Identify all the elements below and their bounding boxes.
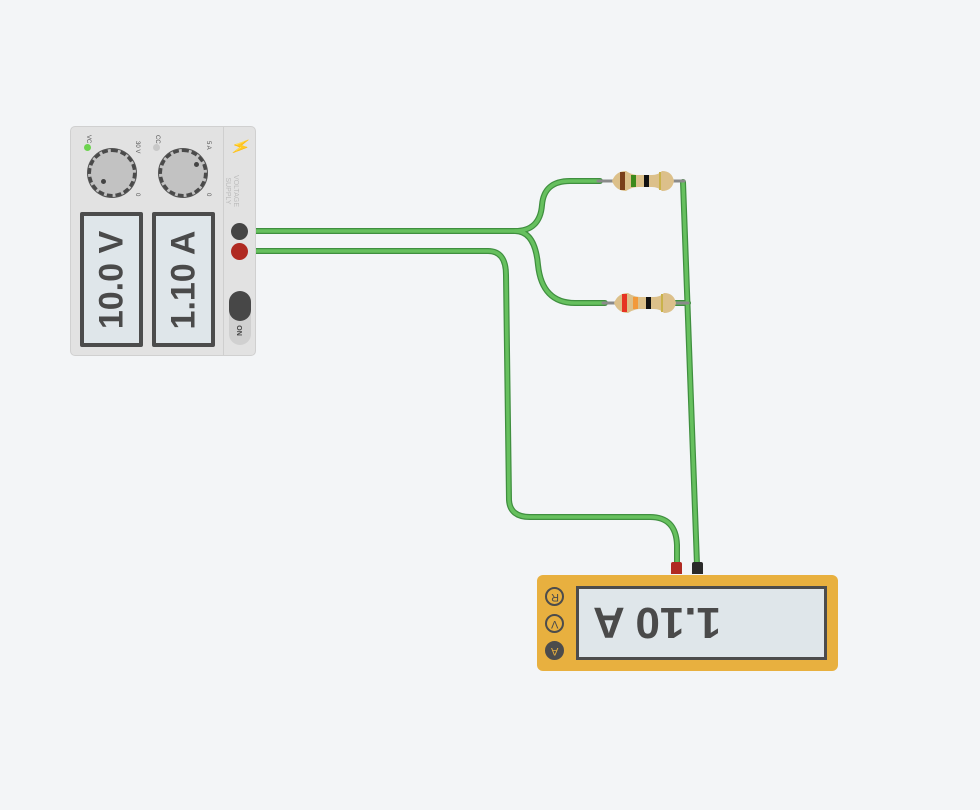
voltage-readout: 10.0 V: [92, 230, 130, 329]
voltage-min-label: 0: [134, 193, 140, 197]
resistor-band: [646, 297, 651, 309]
meter-red-probe[interactable]: [671, 562, 682, 574]
multimeter[interactable]: R V A 1.10 A: [537, 575, 838, 671]
resistor-band: [633, 297, 638, 309]
current-knob[interactable]: [159, 149, 207, 197]
multimeter-readout: 1.10 A: [593, 598, 722, 647]
voltage-display: 10.0 V: [80, 212, 143, 347]
cv-led: [84, 144, 91, 151]
cc-label: CC: [154, 135, 160, 144]
current-readout: 1.10 A: [164, 230, 202, 329]
resistor[interactable]: [612, 171, 674, 191]
cv-label: VC: [85, 135, 91, 144]
switch-label: ON: [234, 325, 242, 336]
resistor-band: [659, 172, 661, 190]
negative-terminal[interactable]: [231, 223, 248, 240]
multimeter-display: 1.10 A: [576, 586, 827, 660]
current-min-label: 0: [205, 193, 211, 197]
mode-a-button[interactable]: A: [545, 641, 564, 660]
resistor-band: [620, 172, 625, 190]
resistors: [612, 171, 676, 313]
positive-terminal[interactable]: [231, 243, 248, 260]
resistor-band: [644, 175, 649, 187]
current-display: 1.10 A: [152, 212, 215, 347]
voltage-knob[interactable]: [88, 149, 136, 197]
resistor-band: [622, 294, 627, 312]
wire-black-to-resistor-2: [512, 228, 608, 306]
voltage-max-label: 30 V: [134, 141, 140, 154]
resistor-band: [661, 294, 663, 312]
mode-r-button[interactable]: R: [545, 587, 564, 606]
power-supply[interactable]: VC CC 30 V 0 5 A 0 ⚡ VOLTAGE SUPPLY 10.0…: [70, 126, 256, 356]
divider: [223, 127, 224, 355]
power-switch[interactable]: ON: [229, 291, 251, 345]
voltage-supply-label: VOLTAGE SUPPLY: [224, 174, 239, 208]
cc-led: [153, 144, 160, 151]
mode-v-button[interactable]: V: [545, 614, 564, 633]
meter-black-probe[interactable]: [692, 562, 703, 574]
lightning-icon: ⚡: [228, 136, 254, 159]
resistor-band: [631, 175, 636, 187]
resistor[interactable]: [614, 293, 676, 313]
wire-black-to-resistor-1: [236, 178, 603, 234]
current-max-label: 5 A: [205, 141, 211, 150]
